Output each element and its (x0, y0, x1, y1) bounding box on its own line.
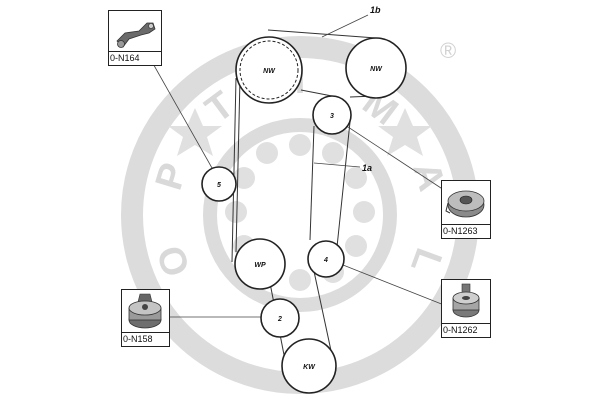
watermark-letter-6: L (402, 243, 449, 279)
watermark-registered: ® (440, 38, 456, 63)
pulley-label-water-pump: WP (254, 262, 266, 269)
pulley-crank-nw[interactable]: NW (235, 36, 303, 104)
part-code-n164: 0-N164 (109, 51, 161, 65)
belt-left-strand-b (235, 77, 241, 253)
belt-upper-strand (267, 29, 377, 39)
tensioner-pulley-icon (442, 181, 490, 225)
pulley-label-idler-2: 2 (277, 316, 282, 323)
part-box-n1262[interactable]: 0-N1262 (441, 279, 491, 338)
part-box-n1263[interactable]: 0-N1263 (441, 180, 491, 239)
callout-belt-1b: 1b (370, 5, 381, 15)
leader-1a (313, 162, 361, 168)
watermark-letter-0: O (149, 240, 199, 282)
watermark-stars (168, 108, 432, 156)
belt-nw-to-3 (300, 89, 333, 97)
callout-belt-1a: 1a (362, 163, 372, 173)
belt-to-kw-right (311, 261, 334, 361)
pulley-tensioner-4[interactable]: 4 (307, 240, 345, 278)
belt-3-to-4b (336, 121, 351, 248)
part-code-n158: 0-N158 (122, 332, 169, 346)
pulley-idler-2[interactable]: 2 (260, 298, 300, 338)
pulley-label-tensioner-4: 4 (323, 257, 328, 264)
part-code-n1263: 0-N1263 (442, 224, 490, 238)
part-code-n1262: 0-N1262 (442, 323, 490, 337)
idler-pulley-icon (442, 280, 490, 324)
pulley-label-idler-3: 3 (330, 113, 334, 120)
tensioner-roller-icon (122, 290, 169, 333)
pulley-cam-nw[interactable]: NW (345, 37, 407, 99)
pulley-label-cam-nw: NW (370, 66, 383, 73)
pulley-idler-3[interactable]: 3 (312, 95, 352, 135)
watermark-letter-1: P (148, 158, 196, 194)
pulley-crankshaft[interactable]: KW (281, 338, 337, 394)
pulleys: NW NW 3 5 4 WP (201, 36, 407, 394)
pulley-label-idler-5: 5 (217, 182, 221, 189)
pulley-label-crank-nw: NW (263, 68, 276, 75)
leader-lines (146, 14, 445, 318)
leader-n1262 (337, 262, 445, 306)
pulley-water-pump[interactable]: WP (234, 238, 286, 290)
pulley-label-crankshaft: KW (303, 364, 316, 371)
leader-1b (321, 14, 369, 38)
pulley-idler-5[interactable]: 5 (201, 166, 237, 202)
leader-n1263 (344, 124, 445, 191)
leader-n164 (146, 52, 213, 169)
bracket-arm-icon (109, 11, 161, 52)
part-box-n164[interactable]: 0-N164 (108, 10, 162, 66)
watermark-inner-ring (203, 118, 397, 312)
belt-left-strand (231, 77, 237, 263)
belt-3-to-4 (309, 125, 315, 241)
part-box-n158[interactable]: 0-N158 (121, 289, 170, 347)
